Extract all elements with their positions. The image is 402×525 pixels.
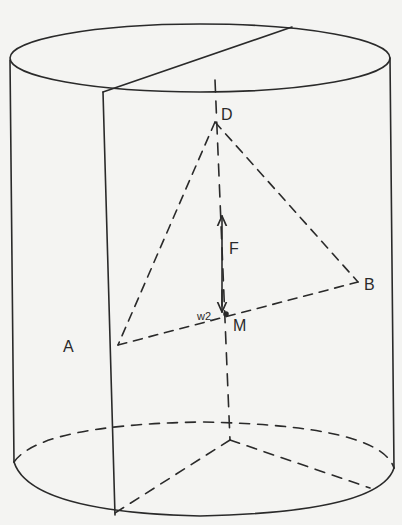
point-label: B bbox=[363, 276, 376, 294]
edge-DB bbox=[215, 122, 358, 282]
edge-DA bbox=[118, 122, 215, 345]
point-m bbox=[224, 312, 228, 316]
weight-label: w2 bbox=[196, 310, 212, 323]
edge-AB bbox=[118, 282, 358, 345]
axis-line bbox=[215, 80, 230, 440]
force-label: F bbox=[228, 240, 240, 258]
bottom-radius bbox=[230, 440, 370, 488]
point-label: D bbox=[220, 106, 234, 124]
top-chord bbox=[103, 27, 292, 92]
point-label: M bbox=[232, 317, 247, 335]
cylinder-side bbox=[10, 60, 14, 462]
cylinder-edge-line bbox=[103, 92, 115, 515]
cylinder-bottom-front bbox=[14, 462, 394, 516]
bottom-radius bbox=[115, 440, 230, 513]
cylinder-top bbox=[10, 24, 390, 92]
cylinder-side bbox=[390, 58, 394, 468]
point-label: A bbox=[62, 338, 75, 356]
weight-arrow bbox=[221, 290, 223, 312]
cylinder-bottom-back bbox=[14, 422, 394, 468]
